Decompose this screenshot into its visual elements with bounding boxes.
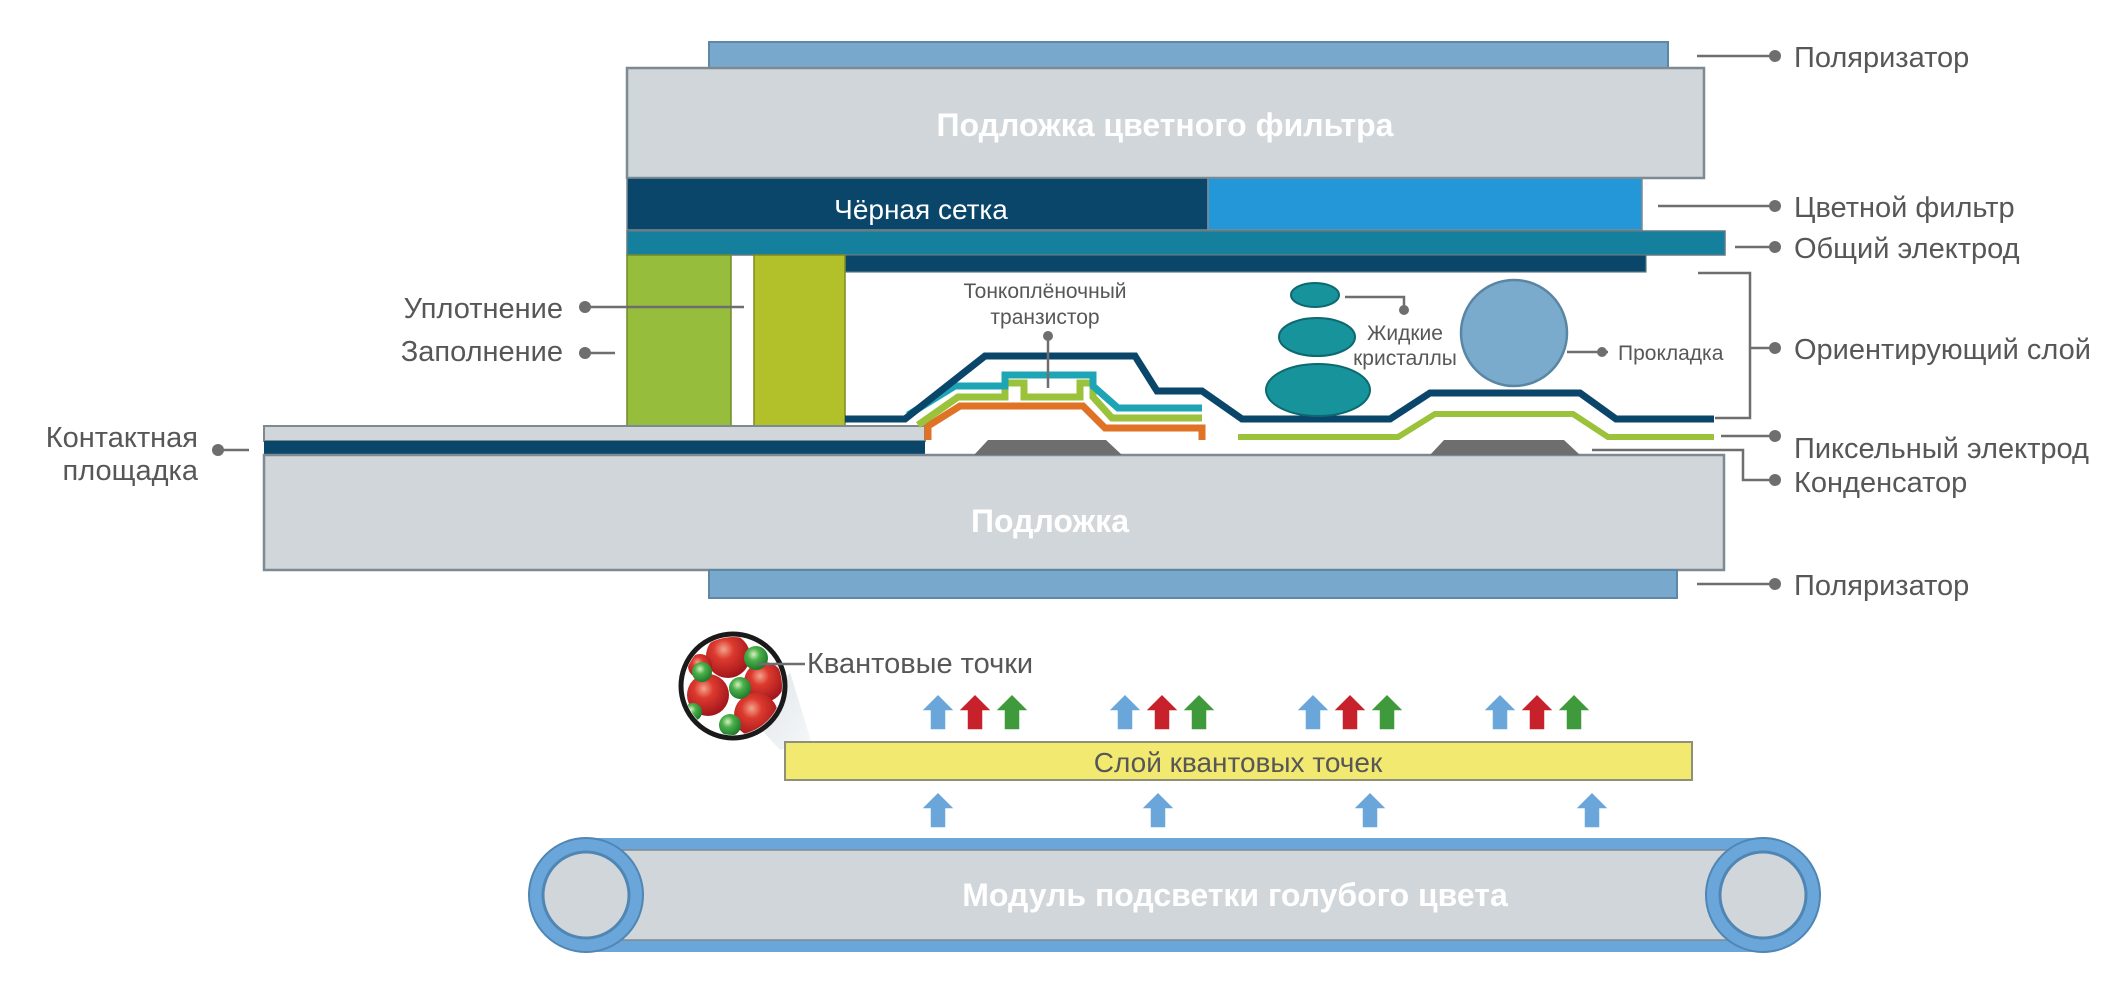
upper-alignment-layer [844,254,1647,273]
color-filter-substrate [625,66,1706,180]
tft-green-layer [915,379,1202,428]
light-arrows [919,692,1611,829]
common-electrode-label: Общий электрод [1794,233,2020,265]
black-matrix-label: Чёрная сетка [834,194,1008,225]
pixel-electrode-label: Пиксельный электрод [1794,433,2089,465]
lc-label-line2: кристаллы [1353,347,1457,370]
capacitor-left [974,440,1122,455]
liquid-crystal-medium [1278,317,1356,357]
top-polarizer [708,41,1669,69]
common-electrode [626,230,1726,256]
quantum-dot-layer-label: Слой квантовых точек [1094,747,1383,778]
up-arrow-icon [1294,692,1332,731]
capacitor-right [1430,440,1580,455]
up-arrow-icon [1368,692,1406,731]
up-arrow-icon [1106,692,1144,731]
filler-label: Заполнение [401,336,563,368]
up-arrow-icon [1555,692,1593,731]
bottom-polarizer [708,569,1678,599]
liquid-crystal-large [1265,363,1371,417]
up-arrow-icon [1180,692,1218,731]
capacitor-label: Конденсатор [1794,467,1967,499]
lower-alignment-layer [845,352,1714,423]
filler [753,254,846,427]
polarizer-top-label: Поляризатор [1794,42,1969,74]
up-arrow-icon [1518,692,1556,731]
up-arrow-icon [919,790,957,829]
up-arrow-icon [1331,692,1369,731]
liquid-crystal-small [1290,282,1340,308]
backlight-label: Модуль подсветки голубого цвета [962,877,1508,913]
up-arrow-icon [1139,790,1177,829]
up-arrow-icon [1351,790,1389,829]
spacer-label: Прокладка [1618,342,1724,365]
up-arrow-icon [1143,692,1181,731]
tft-label-line1: Тонкоплёночный [963,280,1126,303]
alignment-layer-label: Ориентирующий слой [1794,334,2091,366]
substrate-label: Подложка [971,503,1129,539]
quantum-dots-label: Квантовые точки [807,648,1033,680]
up-arrow-icon [993,692,1031,731]
tft-label-line2: транзистор [990,306,1099,329]
seal-label: Уплотнение [404,293,563,325]
contact-pad-label-line1: Контактная [46,422,198,454]
tft-orange-layer [924,402,1206,440]
quantum-dot-magnifier-icon [678,631,788,741]
up-arrow-icon [1573,790,1611,829]
pixel-electrode [1238,411,1714,440]
polarizer-bottom-label: Поляризатор [1794,570,1969,602]
magnifier-cone [757,672,812,750]
color-filter [1207,177,1643,231]
quantum-dot-layer [784,741,1693,781]
spacer [1459,278,1569,388]
up-arrow-icon [919,692,957,731]
lc-label-line1: Жидкие [1367,322,1443,345]
up-arrow-icon [1481,692,1519,731]
contact-pad-top [263,425,926,442]
black-matrix [626,177,1209,231]
contact-pad-strip [264,441,925,454]
color-filter-substrate-label: Подложка цветного фильтра [937,107,1394,143]
backlight-module [585,849,1764,941]
contact-pad-label-line2: площадка [63,455,199,487]
color-filter-label: Цветной фильтр [1794,192,2015,224]
up-arrow-icon [956,692,994,731]
seal [626,254,732,427]
